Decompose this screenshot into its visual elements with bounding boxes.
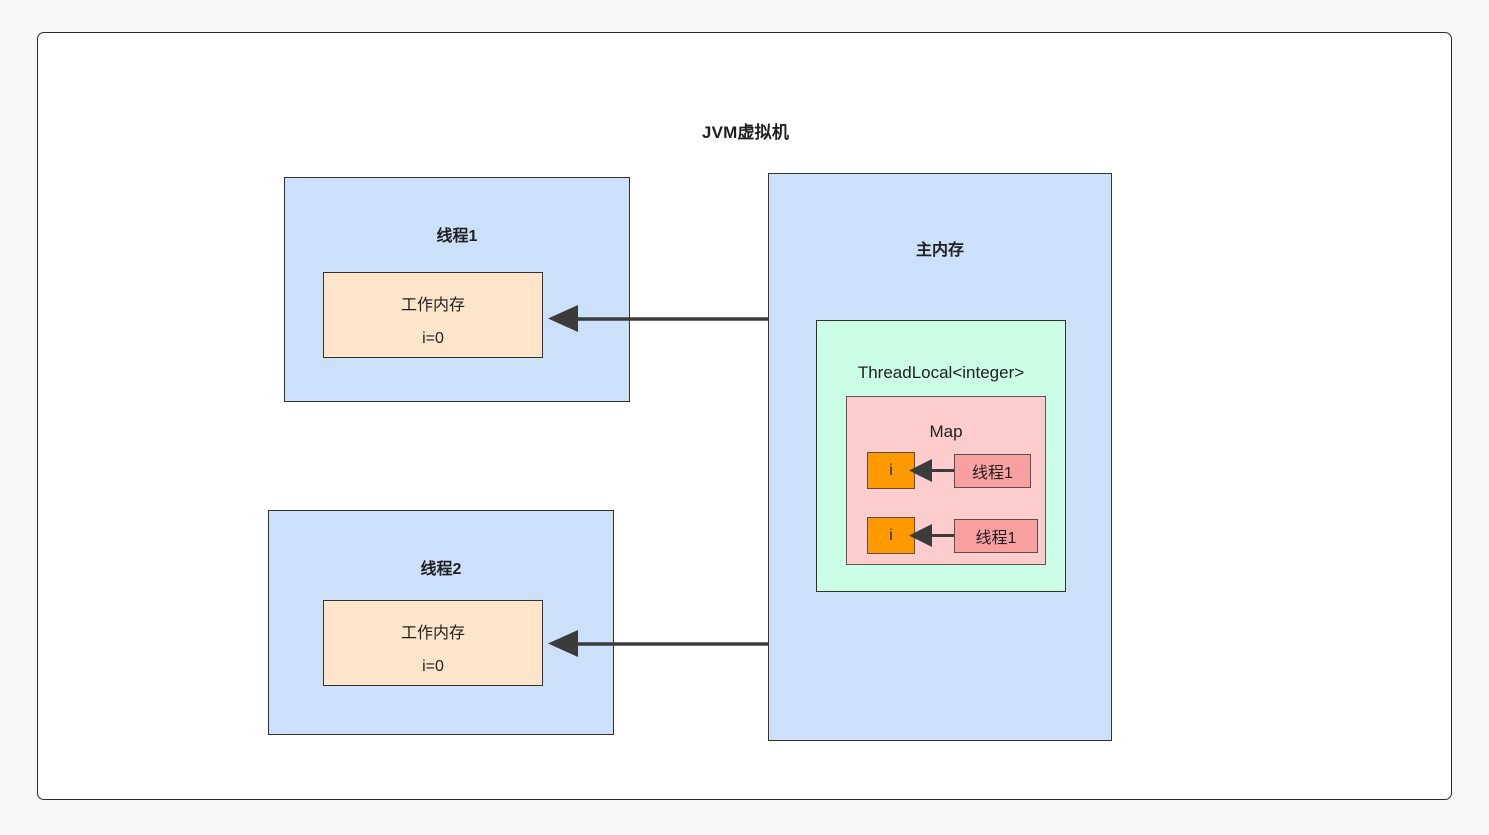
map-entry-value-2[interactable]: 线程1 xyxy=(954,519,1038,553)
working-memory-box-2[interactable]: 工作内存 i=0 xyxy=(323,600,543,686)
map-label: Map xyxy=(929,422,963,441)
threadlocal-label: ThreadLocal<integer> xyxy=(857,363,1025,382)
working-memory-1-title: 工作内存 xyxy=(400,297,465,314)
working-memory-2-value: i=0 xyxy=(422,658,444,675)
thread-1-label: 线程1 xyxy=(436,228,478,245)
map-entry-key-2[interactable]: i xyxy=(867,517,915,554)
map-entry-key-1[interactable]: i xyxy=(867,452,915,489)
working-memory-box-1[interactable]: 工作内存 i=0 xyxy=(323,272,543,358)
map-entry-value-1[interactable]: 线程1 xyxy=(954,454,1031,488)
jvm-frame: JVM虚拟机 xyxy=(37,32,1452,800)
working-memory-2-title: 工作内存 xyxy=(400,625,465,642)
working-memory-1-value: i=0 xyxy=(422,330,444,347)
diagram-title: JVM虚拟机 xyxy=(701,123,790,142)
main-memory-label: 主内存 xyxy=(915,242,964,259)
thread-2-label: 线程2 xyxy=(420,561,462,578)
